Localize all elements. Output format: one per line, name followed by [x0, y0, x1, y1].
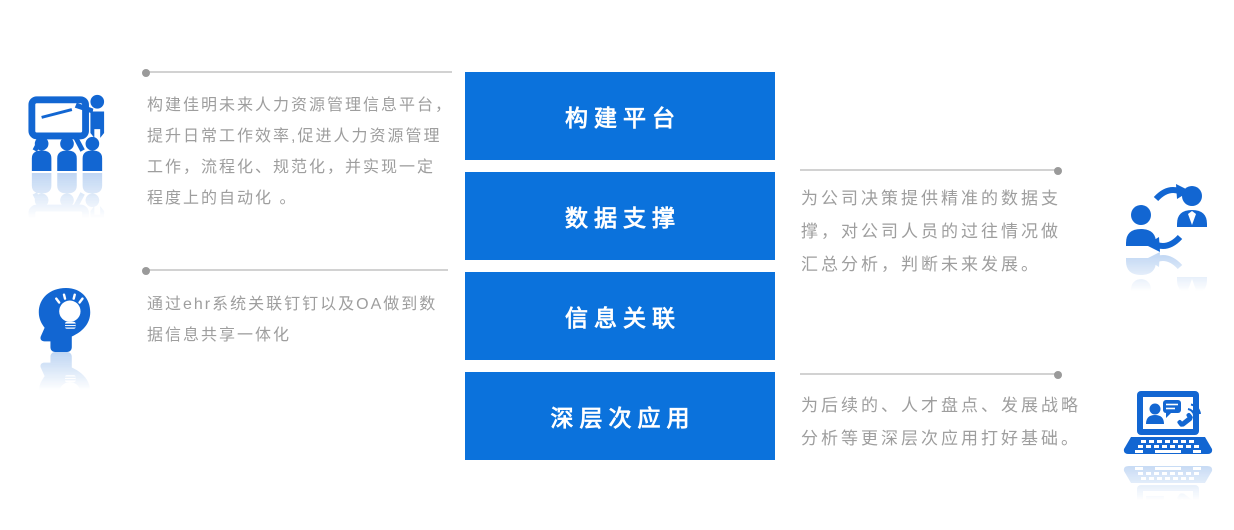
divider-right-bottom	[800, 371, 1062, 379]
divider-dot	[142, 267, 150, 275]
description-build-platform: 构建佳明未来人力资源管理信息平台， 提升日常工作效率,促进人力资源管理 工作，流…	[147, 97, 454, 207]
pillar-box-deep-application: 深层次应用	[465, 372, 775, 460]
laptop-contact-icon	[1122, 390, 1214, 460]
divider-dot	[142, 69, 150, 77]
pillar-box-build-platform: 构建平台	[465, 72, 775, 160]
divider-right-top	[800, 167, 1062, 175]
divider-dot	[1054, 371, 1062, 379]
idea-head-icon	[32, 286, 98, 352]
description-info-link: 通过ehr系统关联钉钉以及OA做到数 据信息共享一体化	[147, 296, 438, 344]
divider-left-bottom	[142, 267, 448, 275]
pillar-box-info-link: 信息关联	[465, 272, 775, 360]
people-sync-icon	[1124, 184, 1212, 252]
pillar-box-data-support: 数据支撑	[465, 172, 775, 260]
divider-dot	[1054, 167, 1062, 175]
presentation-training-icon	[26, 92, 108, 172]
description-data-support: 为公司决策提供精准的数据支 撑，对公司人员的过往情况做 汇总分析，判断未来发展。	[801, 189, 1061, 274]
description-deep-application: 为后续的、人才盘点、发展战略 分析等更深层次应用打好基础。	[801, 396, 1081, 448]
divider-left-top	[142, 69, 452, 77]
